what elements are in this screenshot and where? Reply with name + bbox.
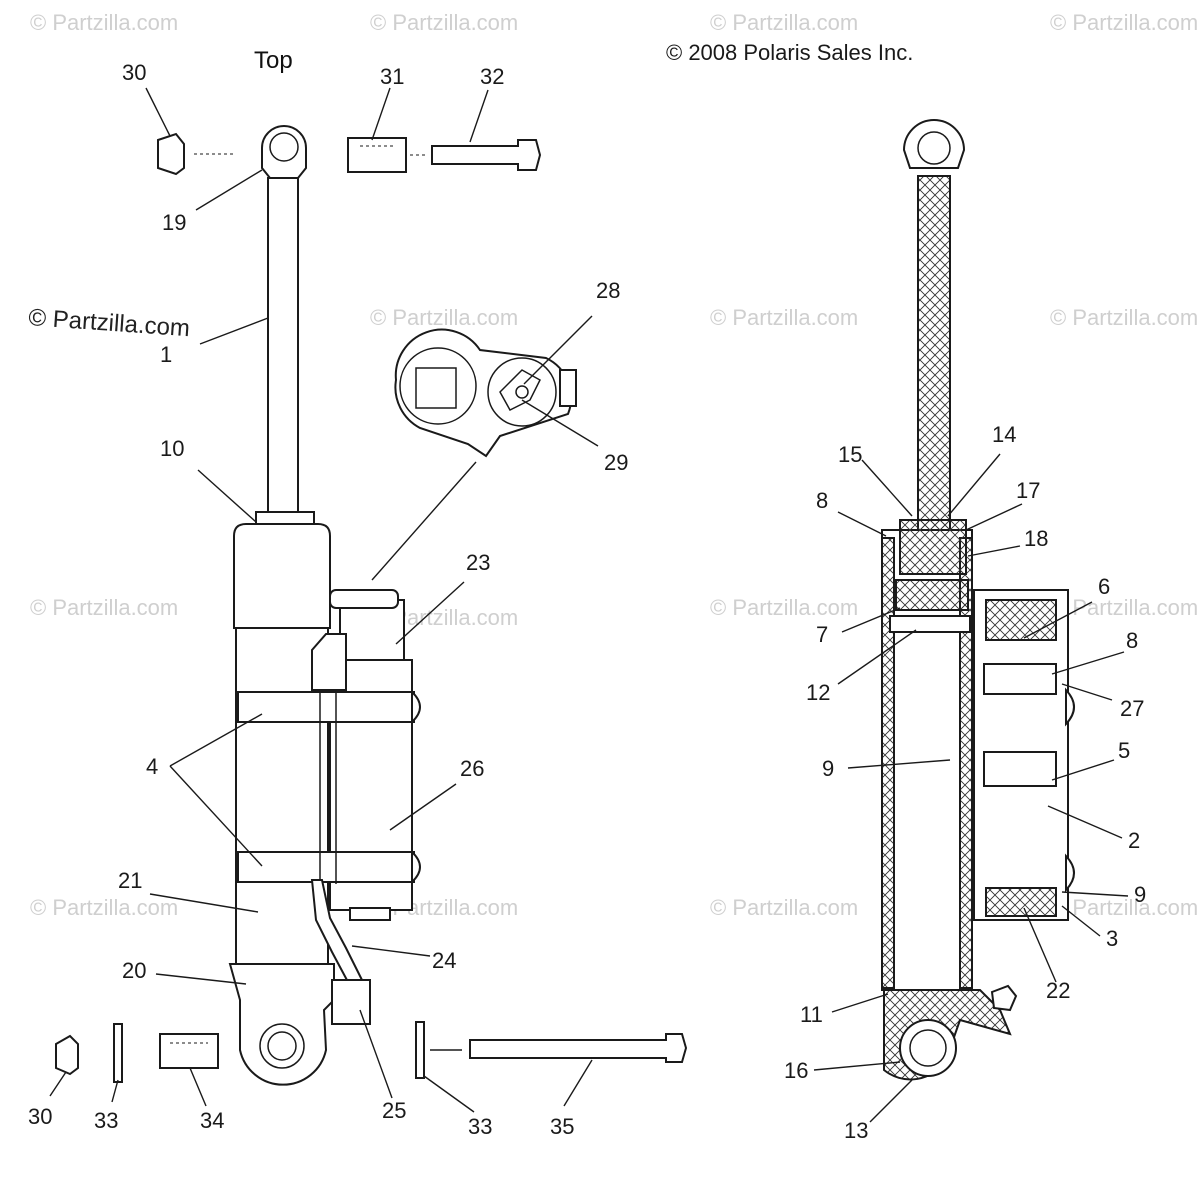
bolt-top: [431, 139, 542, 171]
callout-9: 9: [822, 756, 834, 781]
callout-4: 4: [146, 754, 158, 779]
watermark-main: © Partzilla.com: [28, 304, 191, 342]
callout-27: 27: [1120, 696, 1144, 721]
shock-cross-section: [881, 119, 1075, 1081]
watermark: © Partzilla.com: [710, 305, 858, 330]
top-label: Top: [254, 47, 293, 74]
top-eyelet: [261, 125, 307, 179]
callout-28: 28: [596, 278, 620, 303]
callout-5: 5: [1118, 738, 1130, 763]
callout-23: 23: [466, 550, 490, 575]
watermark: © Partzilla.com: [1050, 10, 1198, 35]
callout-2: 2: [1128, 828, 1140, 853]
shock-exterior: [55, 125, 688, 1086]
callout-34: 34: [200, 1108, 224, 1133]
bushing-bottom: [159, 1033, 219, 1069]
watermark: © Partzilla.com: [1050, 305, 1198, 330]
callout-12: 12: [806, 680, 830, 705]
callout-33b: 33: [468, 1114, 492, 1139]
callout-18: 18: [1024, 526, 1048, 551]
washer-left: [113, 1023, 123, 1083]
callout-33: 33: [94, 1108, 118, 1133]
leader-lines: [49, 87, 1129, 1123]
bushing-top: [347, 137, 407, 173]
callout-25: 25: [382, 1098, 406, 1123]
callout-22: 22: [1046, 978, 1070, 1003]
watermark: © Partzilla.com: [710, 895, 858, 920]
watermark: © Partzilla.com: [1050, 595, 1198, 620]
callout-9b: 9: [1134, 882, 1146, 907]
callout-35: 35: [550, 1114, 574, 1139]
watermark: © Partzilla.com: [30, 595, 178, 620]
callout-29: 29: [604, 450, 628, 475]
callout-32: 32: [480, 64, 504, 89]
bolt-bottom: [469, 1033, 688, 1063]
callout-24: 24: [432, 948, 456, 973]
callout-6: 6: [1098, 574, 1110, 599]
callout-13: 13: [844, 1118, 868, 1143]
shaft: [267, 177, 299, 515]
watermark: © Partzilla.com: [710, 10, 858, 35]
callout-31: 31: [380, 64, 404, 89]
callout-8: 8: [816, 488, 828, 513]
body-cap: [233, 523, 331, 629]
watermark: © Partzilla.com: [710, 595, 858, 620]
watermark: © Partzilla.com: [1050, 895, 1198, 920]
callout-11: 11: [800, 1002, 823, 1027]
callout-16: 16: [784, 1058, 808, 1083]
adjuster-knob: [394, 328, 577, 458]
watermark: © Partzilla.com: [370, 10, 518, 35]
callout-20: 20: [122, 958, 146, 983]
callout-labels: 30 31 32 19 1 28 29 10 23 4 26 21 24 20 …: [28, 60, 1146, 1143]
callout-10: 10: [160, 436, 184, 461]
nut-bottom: [55, 1034, 79, 1076]
callout-15: 15: [838, 442, 862, 467]
clamp-lower: [237, 851, 415, 883]
watermark: © Partzilla.com: [370, 305, 518, 330]
clamp-upper: [237, 691, 415, 723]
callout-8b: 8: [1126, 628, 1138, 653]
callout-30: 30: [122, 60, 146, 85]
washer-right: [415, 1021, 425, 1079]
nut-top: [157, 132, 185, 176]
callout-21: 21: [118, 868, 142, 893]
callout-3: 3: [1106, 926, 1118, 951]
copyright-text: © 2008 Polaris Sales Inc.: [666, 40, 913, 65]
callout-30b: 30: [28, 1104, 52, 1129]
callout-19: 19: [162, 210, 186, 235]
callout-17: 17: [1016, 478, 1040, 503]
fitting: [331, 979, 371, 1025]
callout-7: 7: [816, 622, 828, 647]
callout-26: 26: [460, 756, 484, 781]
watermark: © Partzilla.com: [30, 895, 178, 920]
callout-1: 1: [160, 342, 172, 367]
watermark: © Partzilla.com: [30, 10, 178, 35]
callout-14: 14: [992, 422, 1016, 447]
